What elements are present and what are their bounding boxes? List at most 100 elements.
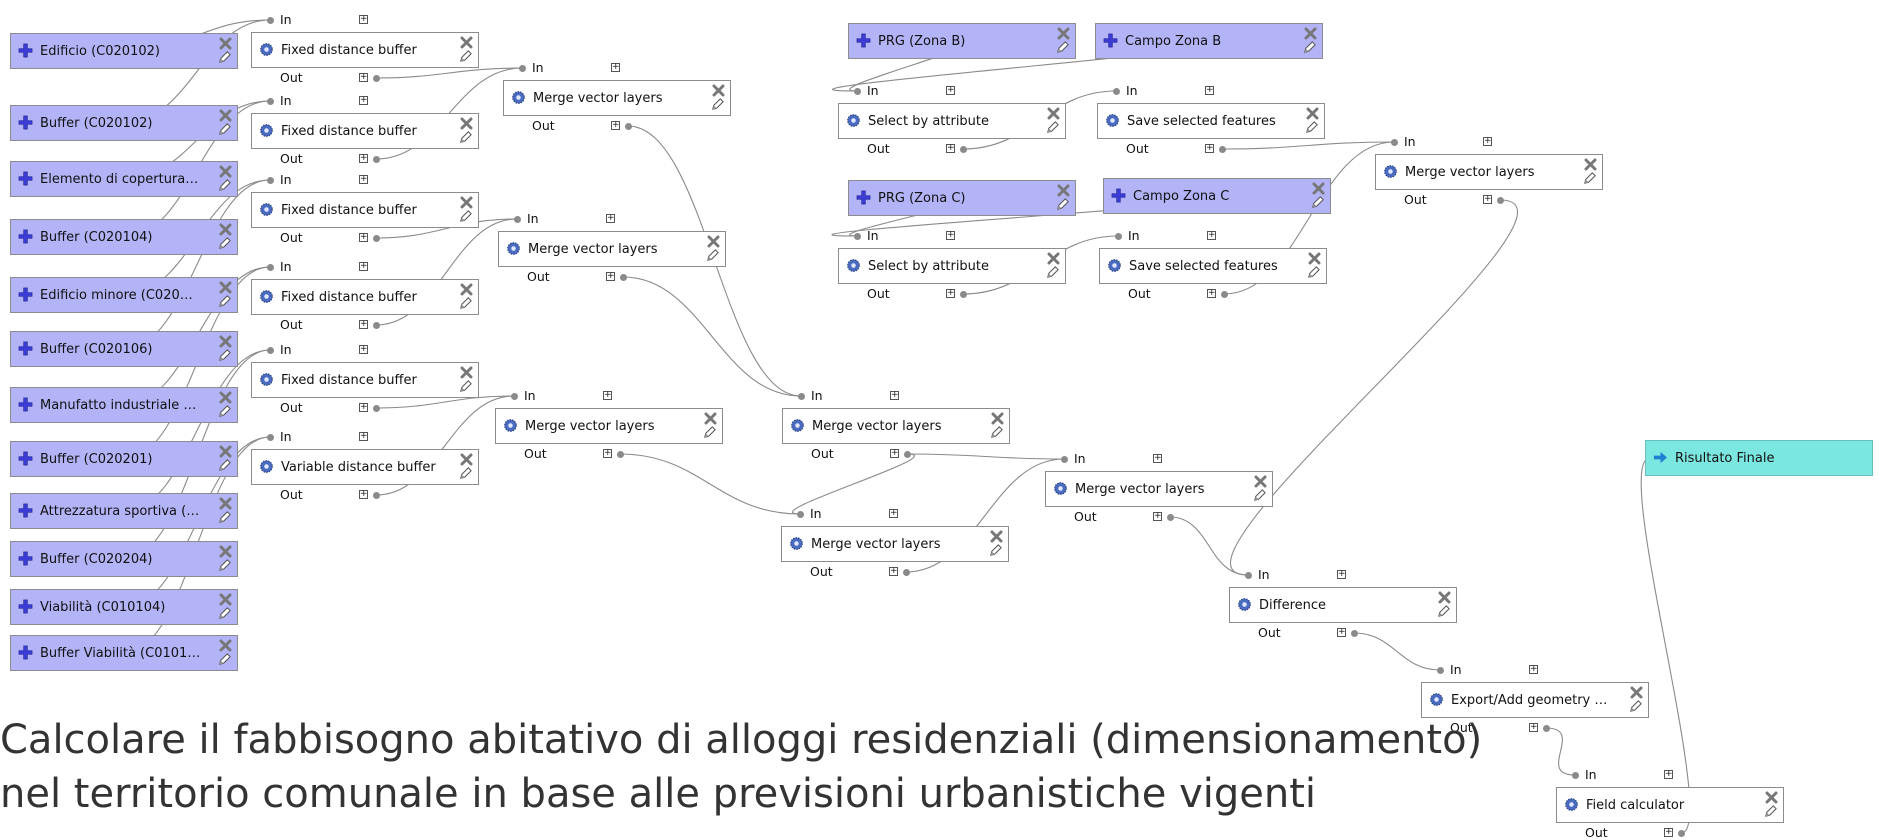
output-port-port-dot[interactable] bbox=[960, 291, 967, 298]
edit-node-icon[interactable] bbox=[458, 296, 473, 311]
remove-node-icon[interactable] bbox=[219, 37, 232, 50]
output-port-expand-icon[interactable]: + bbox=[1337, 627, 1346, 637]
output-port-port-dot[interactable] bbox=[373, 405, 380, 412]
output-port-expand-icon[interactable]: + bbox=[889, 566, 898, 576]
node-prg-zona-c[interactable]: PRG (Zona C) bbox=[848, 180, 1076, 216]
node-buffer-c020201[interactable]: Buffer (C020201) bbox=[10, 441, 238, 477]
node-edificio-c020102[interactable]: Edificio (C020102) bbox=[10, 33, 238, 69]
node-buffer-c020106[interactable]: Buffer (C020106) bbox=[10, 331, 238, 367]
edit-node-icon[interactable] bbox=[1045, 265, 1060, 280]
output-port-port-dot[interactable] bbox=[620, 274, 627, 281]
edit-node-icon[interactable] bbox=[1252, 488, 1267, 503]
remove-node-icon[interactable] bbox=[1304, 27, 1317, 40]
output-port-port-dot[interactable] bbox=[1221, 291, 1228, 298]
node-merge-vector-layers[interactable]: Merge vector layers bbox=[1045, 471, 1273, 507]
input-port-expand-icon[interactable]: + bbox=[889, 508, 898, 518]
output-port-port-dot[interactable] bbox=[1678, 830, 1685, 837]
output-port-expand-icon[interactable]: + bbox=[611, 120, 620, 130]
node-field-calculator[interactable]: Field calculator bbox=[1556, 787, 1784, 823]
remove-node-icon[interactable] bbox=[707, 235, 720, 248]
input-port-expand-icon[interactable]: + bbox=[359, 95, 368, 105]
edit-node-icon[interactable] bbox=[458, 379, 473, 394]
edit-node-icon[interactable] bbox=[458, 209, 473, 224]
edit-node-icon[interactable] bbox=[1436, 604, 1451, 619]
edit-node-icon[interactable] bbox=[702, 425, 717, 440]
input-port-port-dot[interactable] bbox=[511, 393, 518, 400]
input-port-port-dot[interactable] bbox=[267, 434, 274, 441]
edit-node-icon[interactable] bbox=[988, 543, 1003, 558]
edit-node-icon[interactable] bbox=[458, 130, 473, 145]
input-port-expand-icon[interactable]: + bbox=[359, 344, 368, 354]
input-port-expand-icon[interactable]: + bbox=[359, 174, 368, 184]
remove-node-icon[interactable] bbox=[460, 283, 473, 296]
edit-node-icon[interactable] bbox=[1055, 197, 1070, 212]
input-port-port-dot[interactable] bbox=[798, 393, 805, 400]
remove-node-icon[interactable] bbox=[1308, 252, 1321, 265]
edit-node-icon[interactable] bbox=[1302, 40, 1317, 55]
edit-node-icon[interactable] bbox=[1045, 120, 1060, 135]
edit-node-icon[interactable] bbox=[989, 425, 1004, 440]
edit-node-icon[interactable] bbox=[217, 236, 232, 251]
remove-node-icon[interactable] bbox=[460, 453, 473, 466]
remove-node-icon[interactable] bbox=[990, 530, 1003, 543]
output-port-expand-icon[interactable]: + bbox=[946, 288, 955, 298]
remove-node-icon[interactable] bbox=[1584, 158, 1597, 171]
input-port-expand-icon[interactable]: + bbox=[1207, 230, 1216, 240]
input-port-port-dot[interactable] bbox=[267, 17, 274, 24]
edit-node-icon[interactable] bbox=[1055, 40, 1070, 55]
edit-node-icon[interactable] bbox=[1304, 120, 1319, 135]
output-port-port-dot[interactable] bbox=[373, 156, 380, 163]
node-variable-distance-buffer[interactable]: Variable distance buffer bbox=[251, 449, 479, 485]
node-prg-zona-b[interactable]: PRG (Zona B) bbox=[848, 23, 1076, 59]
edit-node-icon[interactable] bbox=[217, 404, 232, 419]
node-fixed-distance-buffer[interactable]: Fixed distance buffer bbox=[251, 192, 479, 228]
output-port-expand-icon[interactable]: + bbox=[359, 72, 368, 82]
node-elemento-di-copertura-c[interactable]: Elemento di copertura (C… bbox=[10, 161, 238, 197]
input-port-port-dot[interactable] bbox=[1437, 667, 1444, 674]
input-port-expand-icon[interactable]: + bbox=[611, 62, 620, 72]
output-port-expand-icon[interactable]: + bbox=[1153, 511, 1162, 521]
node-buffer-viabilit-c010104[interactable]: Buffer Viabilità (C010104) bbox=[10, 635, 238, 671]
input-port-expand-icon[interactable]: + bbox=[359, 14, 368, 24]
input-port-port-dot[interactable] bbox=[1061, 456, 1068, 463]
input-port-port-dot[interactable] bbox=[267, 98, 274, 105]
remove-node-icon[interactable] bbox=[219, 639, 232, 652]
node-difference[interactable]: Difference bbox=[1229, 587, 1457, 623]
remove-node-icon[interactable] bbox=[219, 223, 232, 236]
output-port-port-dot[interactable] bbox=[904, 451, 911, 458]
output-port-port-dot[interactable] bbox=[373, 235, 380, 242]
remove-node-icon[interactable] bbox=[219, 545, 232, 558]
edit-node-icon[interactable] bbox=[217, 50, 232, 65]
input-port-expand-icon[interactable]: + bbox=[1483, 136, 1492, 146]
node-fixed-distance-buffer[interactable]: Fixed distance buffer bbox=[251, 32, 479, 68]
remove-node-icon[interactable] bbox=[704, 412, 717, 425]
remove-node-icon[interactable] bbox=[1057, 184, 1070, 197]
input-port-port-dot[interactable] bbox=[854, 233, 861, 240]
edit-node-icon[interactable] bbox=[1306, 265, 1321, 280]
node-viabilit-c010104[interactable]: Viabilità (C010104) bbox=[10, 589, 238, 625]
node-fixed-distance-buffer[interactable]: Fixed distance buffer bbox=[251, 362, 479, 398]
edit-node-icon[interactable] bbox=[458, 49, 473, 64]
output-port-expand-icon[interactable]: + bbox=[1664, 827, 1673, 837]
remove-node-icon[interactable] bbox=[219, 497, 232, 510]
output-port-port-dot[interactable] bbox=[373, 322, 380, 329]
node-risultato-finale[interactable]: Risultato Finale bbox=[1645, 440, 1873, 476]
output-port-port-dot[interactable] bbox=[617, 451, 624, 458]
edit-node-icon[interactable] bbox=[1763, 804, 1778, 819]
output-port-expand-icon[interactable]: + bbox=[359, 489, 368, 499]
output-port-port-dot[interactable] bbox=[373, 75, 380, 82]
remove-node-icon[interactable] bbox=[460, 196, 473, 209]
remove-node-icon[interactable] bbox=[219, 593, 232, 606]
node-merge-vector-layers[interactable]: Merge vector layers bbox=[782, 408, 1010, 444]
output-port-expand-icon[interactable]: + bbox=[359, 232, 368, 242]
input-port-expand-icon[interactable]: + bbox=[1664, 769, 1673, 779]
edit-node-icon[interactable] bbox=[217, 458, 232, 473]
edit-node-icon[interactable] bbox=[217, 178, 232, 193]
edit-node-icon[interactable] bbox=[710, 97, 725, 112]
input-port-port-dot[interactable] bbox=[514, 216, 521, 223]
edit-node-icon[interactable] bbox=[217, 294, 232, 309]
remove-node-icon[interactable] bbox=[460, 366, 473, 379]
node-buffer-c020102[interactable]: Buffer (C020102) bbox=[10, 105, 238, 141]
remove-node-icon[interactable] bbox=[460, 117, 473, 130]
